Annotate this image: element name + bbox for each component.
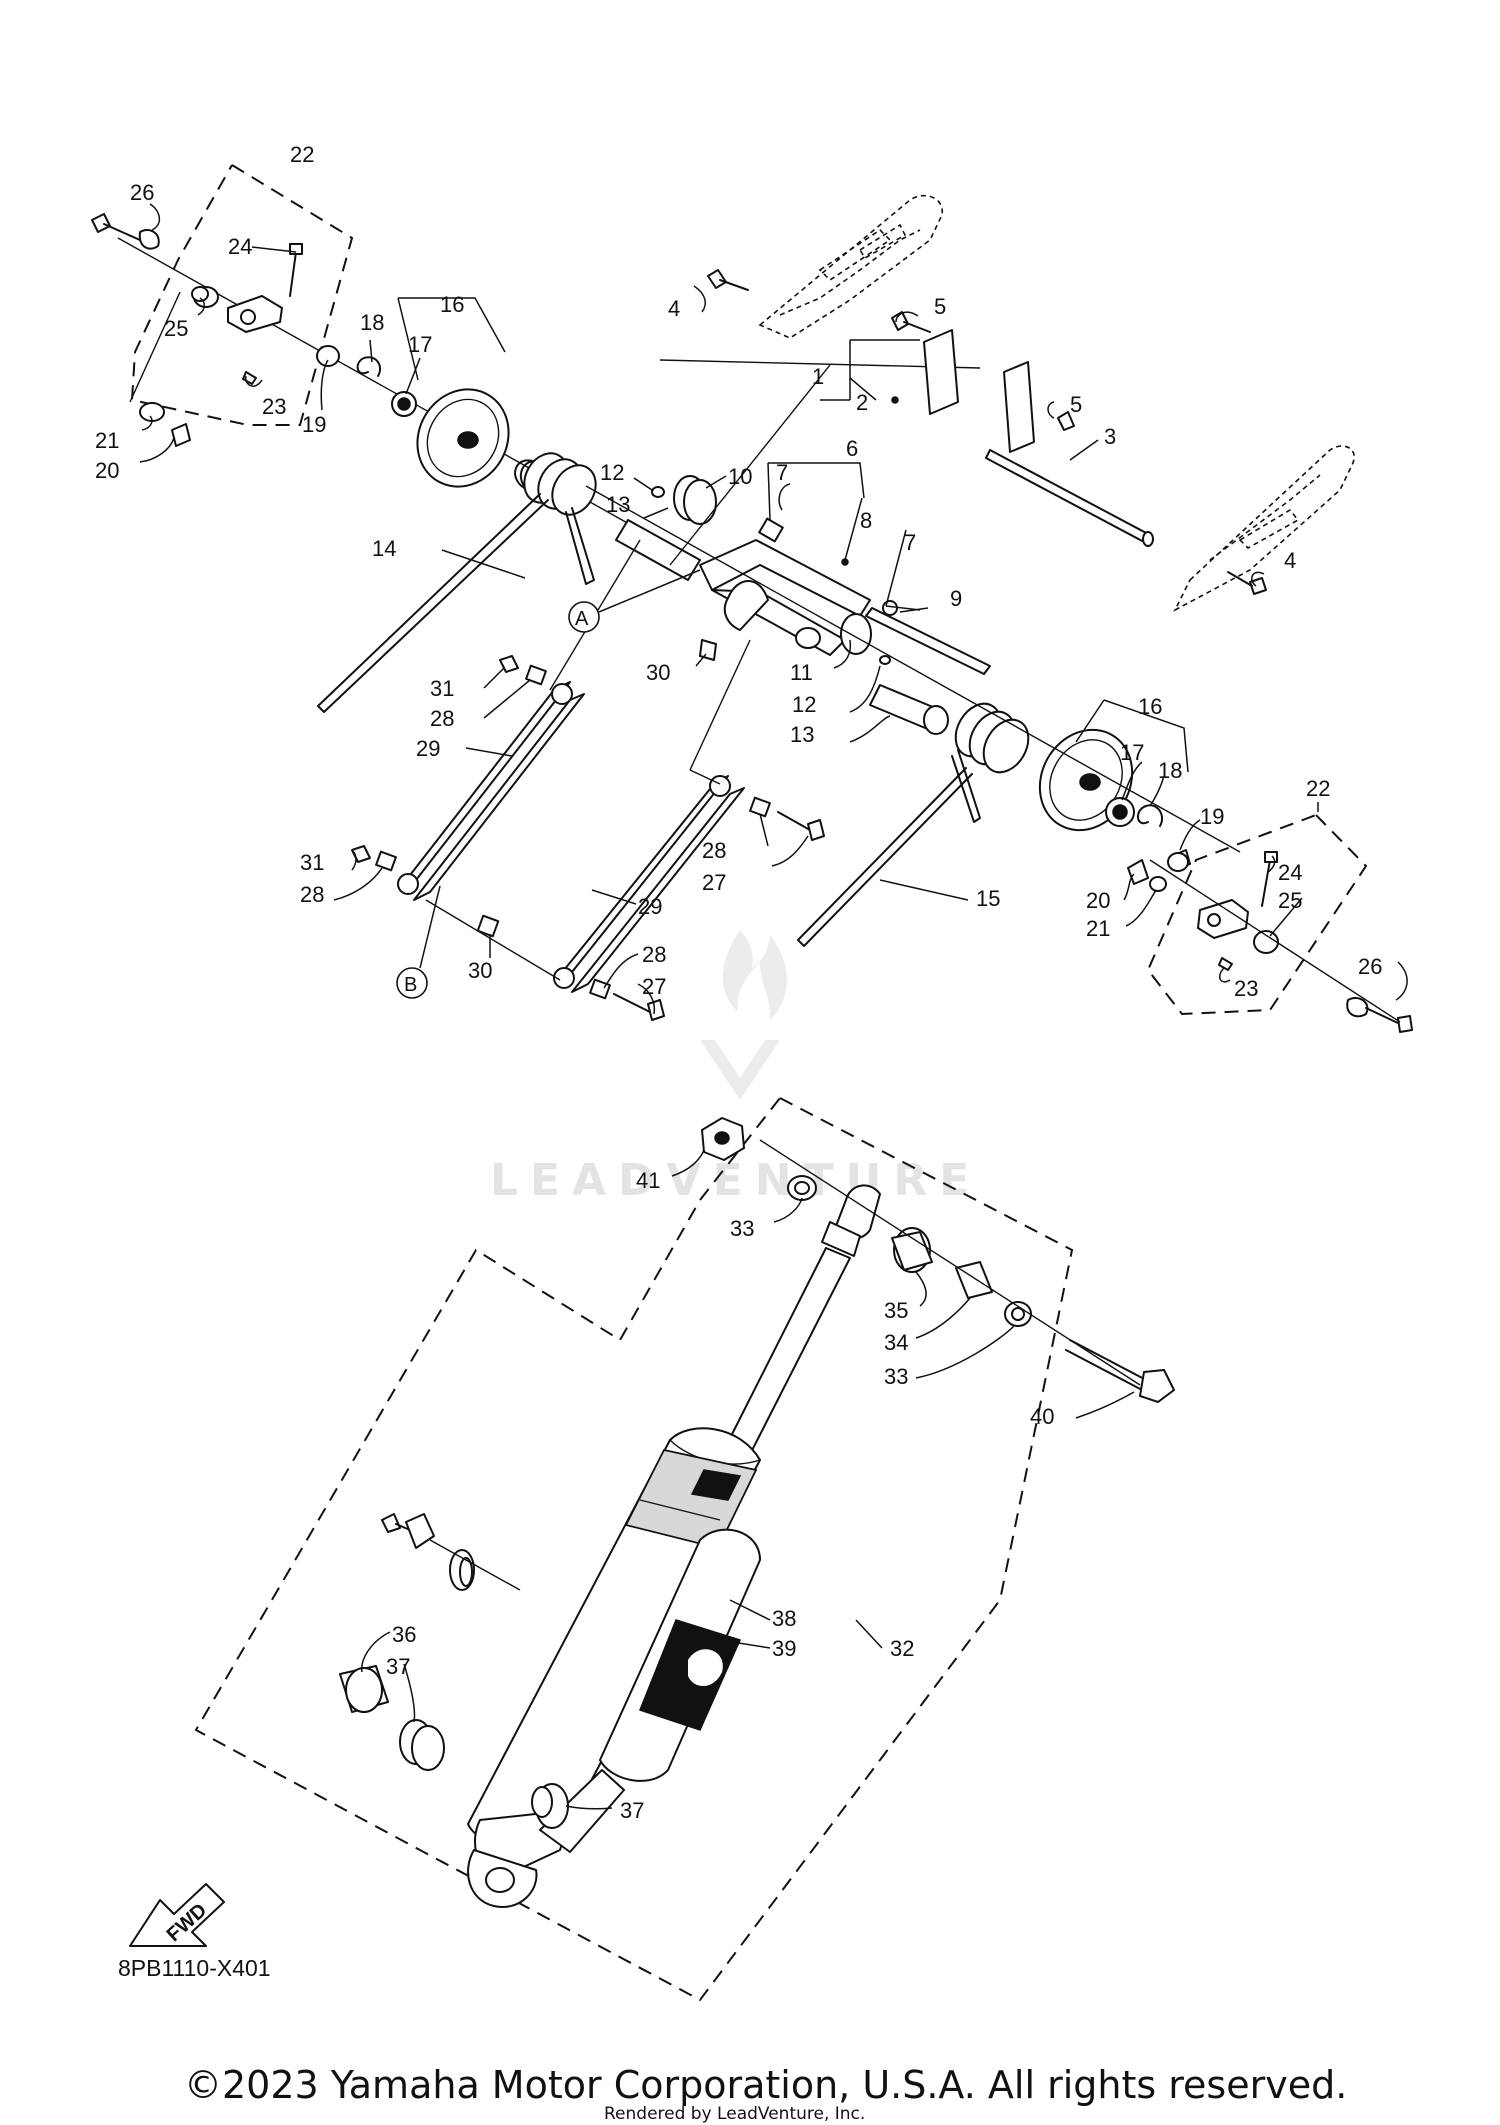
- callout-17: 17: [1120, 740, 1144, 765]
- callout-32: 32: [890, 1636, 914, 1661]
- callout-2: 2: [856, 390, 868, 415]
- bolt-4-top: [707, 269, 749, 291]
- callout-34: 34: [884, 1330, 908, 1355]
- callout-40: 40: [1030, 1404, 1054, 1429]
- callout-30: 30: [646, 660, 670, 685]
- callout-33: 33: [884, 1364, 908, 1389]
- bolt-26-left: [91, 213, 160, 250]
- callout-11: 11: [790, 660, 813, 685]
- callout-4: 4: [668, 296, 680, 321]
- callout-19: 19: [1200, 804, 1224, 829]
- callout-27: 27: [642, 974, 666, 999]
- callout-29: 29: [416, 736, 440, 761]
- callout-5: 5: [1070, 392, 1082, 417]
- watermark-logo: LEADVENTURE: [490, 930, 981, 1206]
- watermark-text: LEADVENTURE: [490, 1155, 981, 1206]
- link-arms: [351, 539, 825, 1021]
- callout-28: 28: [300, 882, 324, 907]
- rail-and-cross-shaft: [707, 194, 1355, 612]
- callout-33: 33: [730, 1216, 754, 1241]
- callout-12: 12: [600, 460, 624, 485]
- callout-24: 24: [228, 234, 252, 259]
- callout-13: 13: [606, 492, 630, 517]
- callout-9: 9: [950, 586, 962, 611]
- callout-3: 3: [1104, 424, 1116, 449]
- shock-absorber-group: [194, 1097, 1175, 2002]
- callout-25: 25: [164, 316, 188, 341]
- callout-1: 1: [812, 364, 824, 389]
- callout-31: 31: [430, 676, 454, 701]
- shaft-and-springs: [317, 359, 1241, 947]
- callout-18: 18: [1158, 758, 1182, 783]
- ref-circle-b: B: [396, 885, 441, 999]
- callout-21: 21: [95, 428, 119, 453]
- callout-22: 22: [1306, 776, 1330, 801]
- callout-15: 15: [976, 886, 1000, 911]
- callout-23: 23: [1234, 976, 1258, 1001]
- callout-28: 28: [642, 942, 666, 967]
- callout-28: 28: [702, 838, 726, 863]
- callout-17: 17: [408, 332, 432, 357]
- callout-5: 5: [934, 294, 946, 319]
- callout-21: 21: [1086, 916, 1110, 941]
- callout-25: 25: [1278, 888, 1302, 913]
- callout-26: 26: [130, 180, 154, 205]
- callout-30: 30: [468, 958, 492, 983]
- callout-37: 37: [620, 1798, 644, 1823]
- callout-leaders: [139, 203, 1408, 1810]
- callout-35: 35: [884, 1298, 908, 1323]
- callout-31: 31: [300, 850, 324, 875]
- callout-10: 10: [728, 464, 752, 489]
- svg-text:B: B: [404, 974, 417, 996]
- callout-29: 29: [638, 894, 662, 919]
- callout-22: 22: [290, 142, 314, 167]
- callout-41: 41: [636, 1168, 660, 1193]
- right-bracket-group: [1127, 814, 1413, 1033]
- callout-16: 16: [440, 292, 464, 317]
- rendered-by-note: Rendered by LeadVenture, Inc.: [604, 2104, 865, 2124]
- callout-20: 20: [95, 458, 119, 483]
- callout-4: 4: [1284, 548, 1296, 573]
- callout-27: 27: [702, 870, 726, 895]
- callout-19: 19: [302, 412, 326, 437]
- callout-12: 12: [792, 692, 816, 717]
- callout-16: 16: [1138, 694, 1162, 719]
- callout-38: 38: [772, 1606, 796, 1631]
- callout-8: 8: [860, 508, 872, 533]
- svg-text:A: A: [575, 608, 589, 630]
- callout-20: 20: [1086, 888, 1110, 913]
- callout-23: 23: [262, 394, 286, 419]
- callout-26: 26: [1358, 954, 1382, 979]
- diagram-part-code: 8PB1110-X401: [118, 1955, 271, 1981]
- callout-28: 28: [430, 706, 454, 731]
- callout-7: 7: [904, 530, 916, 555]
- callout-labels: 26 22 24 25 23 21 20 19 18 17 16 14 12 1…: [95, 142, 1382, 1823]
- callout-36: 36: [392, 1622, 416, 1647]
- callout-13: 13: [790, 722, 814, 747]
- callout-39: 39: [772, 1636, 796, 1661]
- callout-14: 14: [372, 536, 396, 561]
- callout-24: 24: [1278, 860, 1302, 885]
- copyright-notice: ©2023 Yamaha Motor Corporation, U.S.A. A…: [184, 2063, 1347, 2107]
- callout-37: 37: [386, 1654, 410, 1679]
- callout-18: 18: [360, 310, 384, 335]
- callout-6: 6: [846, 436, 858, 461]
- left-bracket-group: [91, 164, 641, 531]
- ref-circle-a: A: [568, 569, 701, 633]
- callout-7: 7: [776, 460, 788, 485]
- fwd-arrow-icon: FWD: [129, 1883, 225, 1947]
